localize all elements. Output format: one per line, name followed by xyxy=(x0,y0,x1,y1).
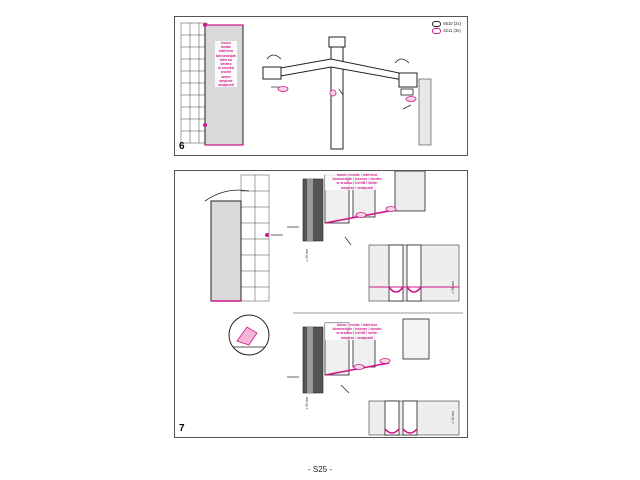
gasket-icon xyxy=(277,86,289,92)
rotate-arrow-icon xyxy=(394,58,410,64)
rotate-arrow-icon xyxy=(266,54,282,60)
glass-panel xyxy=(210,200,242,302)
gasket-icon xyxy=(405,96,417,102)
dimension-label: ≥ 30 mm xyxy=(305,249,309,262)
right-clamp xyxy=(398,72,418,88)
tiled-wall xyxy=(240,174,270,302)
page-number: - S25 - xyxy=(307,465,332,474)
left-clamp xyxy=(262,66,282,80)
step-number: 6 xyxy=(179,141,185,152)
step-number: 7 xyxy=(179,423,185,434)
tiled-wall xyxy=(180,22,208,144)
parts-legend: 6510 (2x) 3211 (3x) xyxy=(432,20,461,34)
dimension-label: ≥ 30 mm xyxy=(305,397,309,410)
dimension-label: ≥ 30 mm xyxy=(451,281,455,294)
step-7-drawing xyxy=(204,171,463,436)
screw-icon xyxy=(432,27,442,34)
gasket-icon xyxy=(432,20,442,27)
dimension-label: ≥ 30 mm xyxy=(451,411,455,424)
gasket-icon xyxy=(329,89,337,97)
